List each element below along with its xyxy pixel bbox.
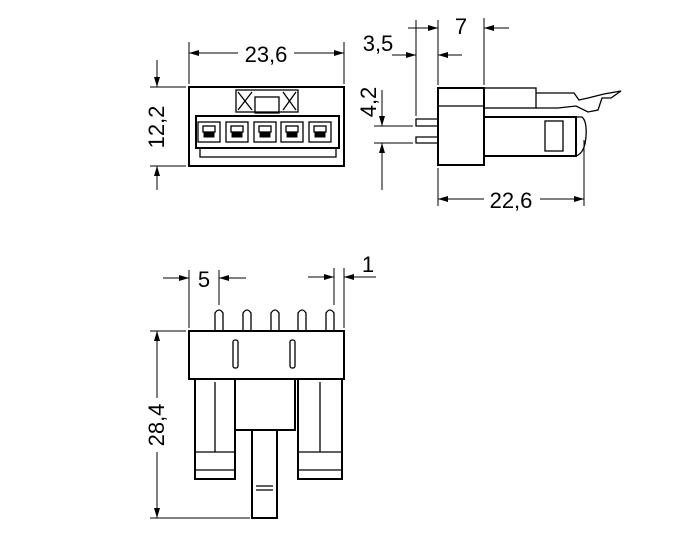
- front-view-body: [188, 86, 345, 167]
- solder-pin: [297, 309, 307, 331]
- contact-cell-inner: [285, 125, 299, 133]
- dimension-front-width: 23,6: [188, 42, 345, 84]
- contact-cell: [225, 121, 249, 143]
- bottom-view-pins: [214, 309, 335, 331]
- contact-cell: [280, 121, 304, 143]
- bottom-view-legs: [194, 378, 343, 480]
- contact-cell-spring: [259, 132, 271, 138]
- bottom-view: [188, 309, 345, 519]
- side-view-pin-upper: [415, 118, 438, 127]
- housing-leg: [297, 378, 343, 480]
- solder-pin: [270, 309, 280, 331]
- dimension-bottom-pitch-label: 5: [198, 267, 210, 292]
- dimension-side-top-offset-label: 7: [455, 14, 467, 39]
- contact-cell-spring: [286, 132, 298, 138]
- latch-cross-line: [237, 91, 253, 111]
- dimension-bottom-length: 28,4: [144, 330, 250, 519]
- dimension-bottom-pin-width: 1: [308, 252, 376, 328]
- bottom-view-slot-left: [232, 339, 239, 369]
- dimension-front-width-label: 23,6: [245, 42, 288, 67]
- side-view-lower-slot: [544, 120, 564, 152]
- dimension-front-height-label: 12,2: [144, 106, 169, 149]
- dimension-bottom-pin-width-label: 1: [362, 252, 374, 277]
- dimension-side-length: 22,6: [437, 140, 585, 213]
- side-view-body: [437, 87, 485, 166]
- contact-cell-spring: [231, 132, 243, 138]
- contact-cell: [308, 121, 332, 143]
- dimension-side-top-offset: 7: [408, 14, 509, 85]
- front-view-latch-window: [254, 96, 280, 114]
- dimension-side-pin-offset: 3,5: [363, 20, 462, 116]
- solder-pin: [325, 309, 335, 331]
- side-view-end-cap: [575, 116, 587, 157]
- front-view-contact-cells: [197, 121, 332, 143]
- side-view-pin-lower: [415, 136, 438, 144]
- front-view-latch: [235, 89, 299, 113]
- bottom-view-center-tab: [251, 429, 278, 519]
- housing-leg: [194, 378, 236, 480]
- contact-cell-inner: [230, 125, 244, 133]
- contact-cell-spring: [203, 132, 215, 138]
- dimension-side-pin-offset-label: 3,5: [363, 31, 394, 56]
- dimension-side-pin-height: 4,2: [356, 87, 413, 190]
- side-view-lower-housing: [483, 116, 577, 157]
- contact-cell-spring: [314, 132, 326, 138]
- contact-cell: [197, 121, 221, 143]
- solder-pin: [214, 309, 224, 331]
- front-view-bottom-rail: [199, 147, 337, 158]
- contact-cell-inner: [313, 125, 327, 133]
- dimension-bottom-pitch: 5: [163, 267, 246, 328]
- dimension-front-height: 12,2: [144, 60, 186, 190]
- solder-pin: [242, 309, 252, 331]
- dimension-bottom-length-label: 28,4: [144, 404, 169, 447]
- contact-cell: [253, 121, 277, 143]
- dimension-side-length-label: 22,6: [490, 188, 533, 213]
- bottom-view-slot-right: [289, 339, 296, 369]
- side-view-latch-hook: [536, 90, 622, 113]
- bottom-view-header: [188, 330, 345, 380]
- front-view: [188, 86, 345, 167]
- latch-cross-line: [282, 91, 297, 111]
- side-view-latch-arm: [483, 87, 537, 109]
- contact-cell-inner: [258, 125, 272, 133]
- contact-cell-inner: [202, 125, 216, 133]
- dimension-side-pin-height-label: 4,2: [356, 87, 381, 118]
- side-view: [415, 87, 622, 166]
- bottom-view-latch-block: [234, 378, 296, 431]
